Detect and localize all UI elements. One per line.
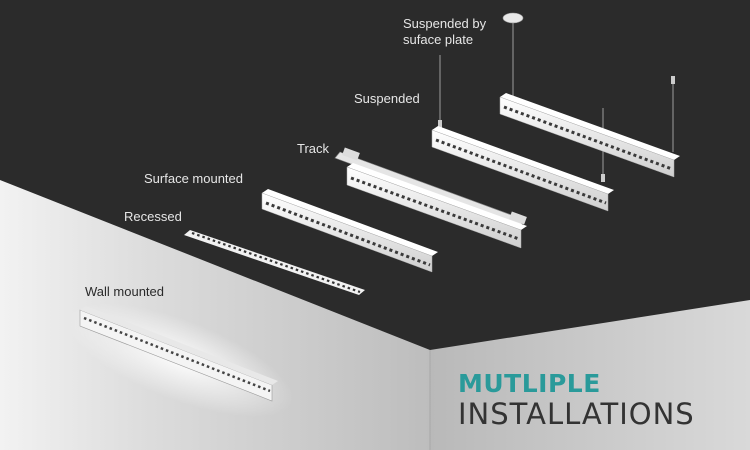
recessed-fixture: [184, 230, 365, 295]
headline-line1: MUTLIPLE: [458, 369, 601, 398]
label-wall-mounted: Wall mounted: [85, 284, 164, 299]
headline: MUTLIPLE INSTALLATIONS: [458, 369, 695, 431]
right-wall: [430, 300, 750, 450]
headline-line2: INSTALLATIONS: [458, 397, 695, 431]
label-surface-mounted: Surface mounted: [144, 171, 244, 186]
left-wall: [0, 180, 430, 450]
label-suspended: Suspended: [354, 91, 420, 106]
label-recessed: Recessed: [124, 209, 182, 224]
surface-mounted-fixture: [261, 189, 438, 273]
track-fixture: [334, 147, 527, 249]
suspended-plate-fixture: [499, 12, 680, 178]
label-suspended-plate-2: suface plate: [403, 32, 474, 47]
suspended-fixture: [431, 55, 614, 212]
label-suspended-plate-1: Suspended by: [403, 16, 487, 31]
wall-mounted-fixture: [67, 303, 293, 417]
label-track: Track: [297, 141, 330, 156]
